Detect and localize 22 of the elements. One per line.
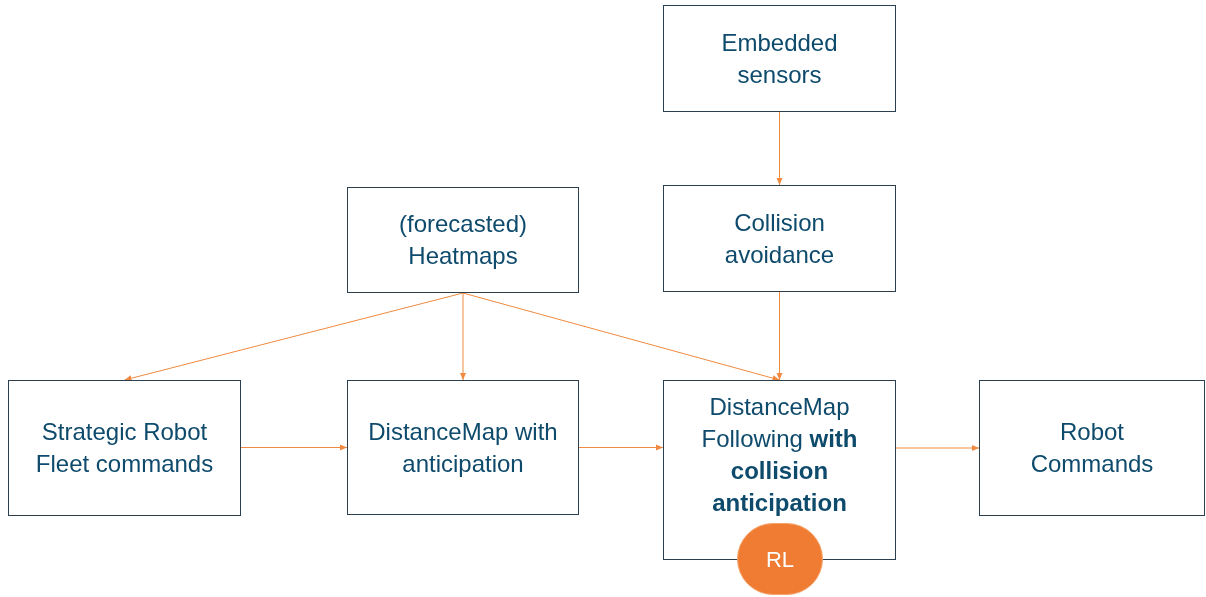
- arrow: [460, 292, 466, 381]
- node-label: Robot Commands: [1029, 417, 1155, 479]
- node-label: Collision avoidance: [723, 207, 836, 270]
- arrow: [462, 292, 780, 382]
- node-label: Embedded sensors: [720, 27, 839, 90]
- process-box: [663, 5, 896, 112]
- node-label: DistanceMap with anticipation: [367, 416, 559, 479]
- arrow: [776, 111, 783, 186]
- process-box: [347, 380, 579, 515]
- node-label: Strategic Robot Fleet commands: [34, 417, 215, 479]
- arrow: [895, 445, 980, 451]
- arrow: [124, 292, 464, 382]
- process-box: [663, 185, 896, 292]
- node-label: RL: [765, 545, 795, 574]
- arrow: [240, 444, 348, 451]
- node-label: (forecasted) Heatmaps: [397, 209, 529, 271]
- process-box: [979, 380, 1205, 516]
- process-box: [8, 380, 241, 516]
- process-box: [347, 187, 579, 293]
- arrow: [578, 444, 664, 451]
- node-label: DistanceMap Following with collision anticipation: [700, 392, 859, 518]
- arrow: [776, 291, 783, 381]
